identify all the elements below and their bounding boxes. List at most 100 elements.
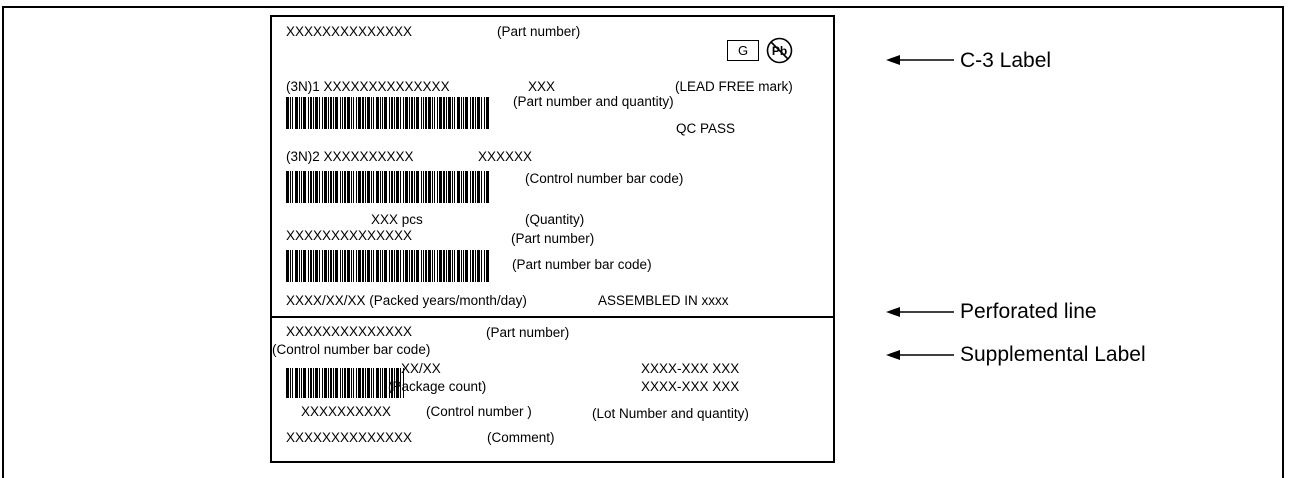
barcode-bar bbox=[382, 368, 383, 398]
barcode-bar bbox=[371, 250, 372, 282]
barcode-bar bbox=[303, 368, 306, 398]
barcode-bar bbox=[409, 97, 410, 129]
barcode-bar bbox=[347, 368, 350, 398]
barcode-bar bbox=[389, 171, 390, 203]
c3-qty-code: XXX bbox=[528, 79, 556, 94]
barcode-bar bbox=[475, 171, 476, 203]
barcode-bar bbox=[342, 368, 343, 398]
barcode-bar bbox=[340, 250, 341, 282]
barcode-bar bbox=[394, 171, 395, 203]
barcode-bar bbox=[425, 97, 427, 129]
barcode-bar bbox=[373, 368, 374, 398]
barcode-bar bbox=[315, 171, 318, 203]
barcode-bar bbox=[308, 368, 309, 398]
barcode-bar bbox=[371, 97, 372, 129]
barcode-bar bbox=[384, 97, 387, 129]
barcode-bar bbox=[365, 97, 366, 129]
barcode-bar bbox=[461, 250, 462, 282]
comment-desc: (Comment) bbox=[487, 430, 555, 445]
barcode-bar bbox=[328, 250, 329, 282]
barcode-bar bbox=[292, 171, 293, 203]
barcode-bar bbox=[477, 250, 480, 282]
supp-part-desc: (Part number) bbox=[486, 325, 570, 340]
part-number-code: XXXXXXXXXXXXXX bbox=[286, 24, 413, 39]
barcode-bar bbox=[295, 171, 298, 203]
barcode-bar bbox=[470, 171, 471, 203]
barcode-bar bbox=[443, 97, 445, 129]
barcode-bar bbox=[448, 97, 451, 129]
barcode-bar bbox=[391, 250, 393, 282]
part-qty-barcode bbox=[286, 97, 489, 129]
c3-label-box bbox=[270, 15, 835, 463]
barcode-bar bbox=[322, 250, 323, 282]
barcode-bar bbox=[344, 97, 346, 129]
barcode-bar bbox=[322, 368, 323, 398]
barcode-bar bbox=[457, 250, 460, 282]
barcode-bar bbox=[373, 171, 374, 203]
barcode-bar bbox=[481, 171, 482, 203]
lead-free-mark-desc: (LEAD FREE mark) bbox=[675, 79, 793, 94]
barcode-bar bbox=[470, 97, 471, 129]
barcode-bar bbox=[313, 250, 314, 282]
barcode-bar bbox=[403, 97, 404, 129]
barcode-bar bbox=[443, 250, 445, 282]
barcode-bar bbox=[362, 250, 364, 282]
barcode-bar bbox=[391, 97, 393, 129]
barcode-bar bbox=[403, 368, 404, 398]
barcode-bar bbox=[454, 250, 455, 282]
barcode-bar bbox=[303, 97, 306, 129]
barcode-bar bbox=[290, 97, 291, 129]
barcode-bar bbox=[421, 97, 422, 129]
barcode-bar bbox=[380, 97, 381, 129]
arrow-left-icon bbox=[886, 55, 954, 65]
barcode-bar bbox=[335, 368, 338, 398]
barcode-bar bbox=[443, 171, 445, 203]
barcode-bar bbox=[319, 171, 320, 203]
barcode-bar bbox=[465, 250, 468, 282]
barcode-bar bbox=[400, 171, 401, 203]
barcode-bar bbox=[416, 171, 419, 203]
quantity-value: XXX pcs bbox=[371, 212, 423, 227]
barcode-bar bbox=[367, 171, 370, 203]
barcode-bar bbox=[292, 368, 293, 398]
barcode-bar bbox=[421, 171, 422, 203]
barcode-bar bbox=[365, 250, 366, 282]
barcode-bar bbox=[416, 250, 419, 282]
barcode-bar bbox=[290, 250, 291, 282]
part-barcode-desc: (Part number bar code) bbox=[512, 257, 652, 272]
barcode-bar bbox=[299, 171, 300, 203]
barcode-bar bbox=[301, 250, 302, 282]
barcode-bar bbox=[322, 97, 323, 129]
barcode-bar bbox=[362, 171, 364, 203]
barcode-bar bbox=[391, 171, 393, 203]
barcode-bar bbox=[347, 171, 350, 203]
barcode-bar bbox=[358, 250, 361, 282]
barcode-bar bbox=[373, 250, 374, 282]
barcode-bar bbox=[330, 250, 332, 282]
barcode-bar bbox=[437, 250, 438, 282]
barcode-bar bbox=[396, 250, 399, 282]
barcode-bar bbox=[486, 250, 489, 282]
barcode-bar bbox=[313, 97, 314, 129]
barcode-bar bbox=[486, 171, 489, 203]
barcode-bar bbox=[461, 171, 462, 203]
barcode-bar bbox=[396, 171, 399, 203]
barcode-bar bbox=[376, 171, 379, 203]
barcode-bar bbox=[301, 97, 302, 129]
barcode-bar bbox=[475, 250, 476, 282]
barcode-bar bbox=[439, 97, 442, 129]
svg-text:Pb: Pb bbox=[772, 44, 787, 58]
barcode-bar bbox=[380, 368, 381, 398]
barcode-bar bbox=[324, 250, 327, 282]
control-barcode-desc: (Control number bar code) bbox=[525, 171, 684, 186]
barcode-bar bbox=[362, 97, 364, 129]
barcode-bar bbox=[394, 368, 395, 398]
barcode-bar bbox=[356, 368, 357, 398]
annotation-perforated-line: Perforated line bbox=[960, 300, 1097, 323]
barcode-bar bbox=[342, 250, 343, 282]
barcode-bar bbox=[286, 250, 289, 282]
barcode-bar bbox=[342, 171, 343, 203]
g-mark: G bbox=[727, 40, 759, 61]
barcode-bar bbox=[396, 97, 399, 129]
barcode-bar bbox=[439, 171, 442, 203]
